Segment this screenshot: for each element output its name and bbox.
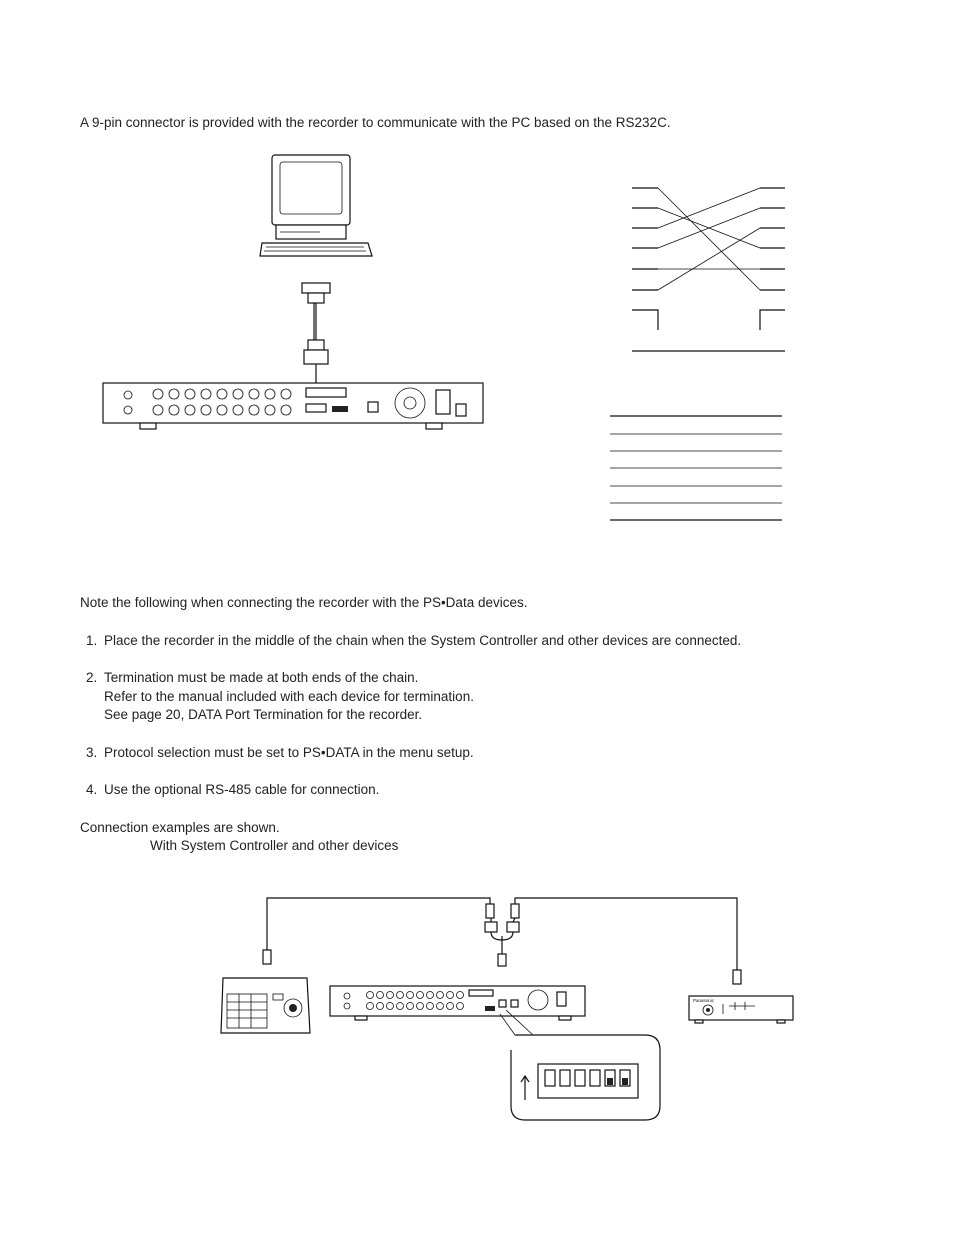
device-brand-text: Panasonic bbox=[693, 998, 715, 1003]
pc-monitor-icon bbox=[271, 154, 351, 240]
pc-keyboard-icon bbox=[259, 242, 373, 257]
modular-plug-icon bbox=[262, 903, 742, 985]
list-item-text: Place the recorder in the middle of the … bbox=[104, 633, 742, 648]
list-item-text: Refer to the manual included with each d… bbox=[104, 689, 474, 704]
intro-paragraph: A 9-pin connector is provided with the r… bbox=[80, 115, 671, 130]
junction-connector-icon bbox=[484, 917, 520, 941]
list-item-text: See page 20, DATA Port Termination for t… bbox=[104, 707, 423, 722]
list-item-number: 2. bbox=[86, 670, 98, 685]
list-item-text: Termination must be made at both ends of… bbox=[104, 670, 419, 685]
list-item-number: 4. bbox=[86, 782, 98, 797]
pin-table-rules bbox=[610, 415, 782, 521]
psdata-chain-figure: Panasonic bbox=[215, 890, 805, 1130]
examples-intro: Connection examples are shown. bbox=[80, 820, 280, 835]
note-intro: Note the following when connecting the r… bbox=[80, 595, 528, 610]
list-item-number: 1. bbox=[86, 633, 98, 648]
crossover-lines bbox=[657, 187, 761, 291]
list-item-number: 3. bbox=[86, 745, 98, 760]
recorder-rear-panel-icon bbox=[102, 382, 484, 430]
example-caption: With System Controller and other devices bbox=[150, 838, 399, 853]
rs232c-cable-icon bbox=[301, 282, 331, 408]
left-pin-lines bbox=[632, 187, 659, 330]
right-pin-lines bbox=[759, 187, 785, 330]
pin-wiring-figure bbox=[600, 180, 800, 530]
chain-cables bbox=[266, 897, 738, 970]
system-controller-icon bbox=[220, 977, 311, 1034]
other-device-icon: Panasonic bbox=[688, 995, 794, 1024]
list-item-text: Use the optional RS-485 cable for connec… bbox=[104, 782, 380, 797]
list-item-text: Protocol selection must be set to PS•DAT… bbox=[104, 745, 474, 760]
pc-connection-figure bbox=[100, 150, 490, 440]
recorder-chain-icon bbox=[329, 985, 586, 1021]
dip-switch-callout bbox=[499, 1009, 661, 1121]
